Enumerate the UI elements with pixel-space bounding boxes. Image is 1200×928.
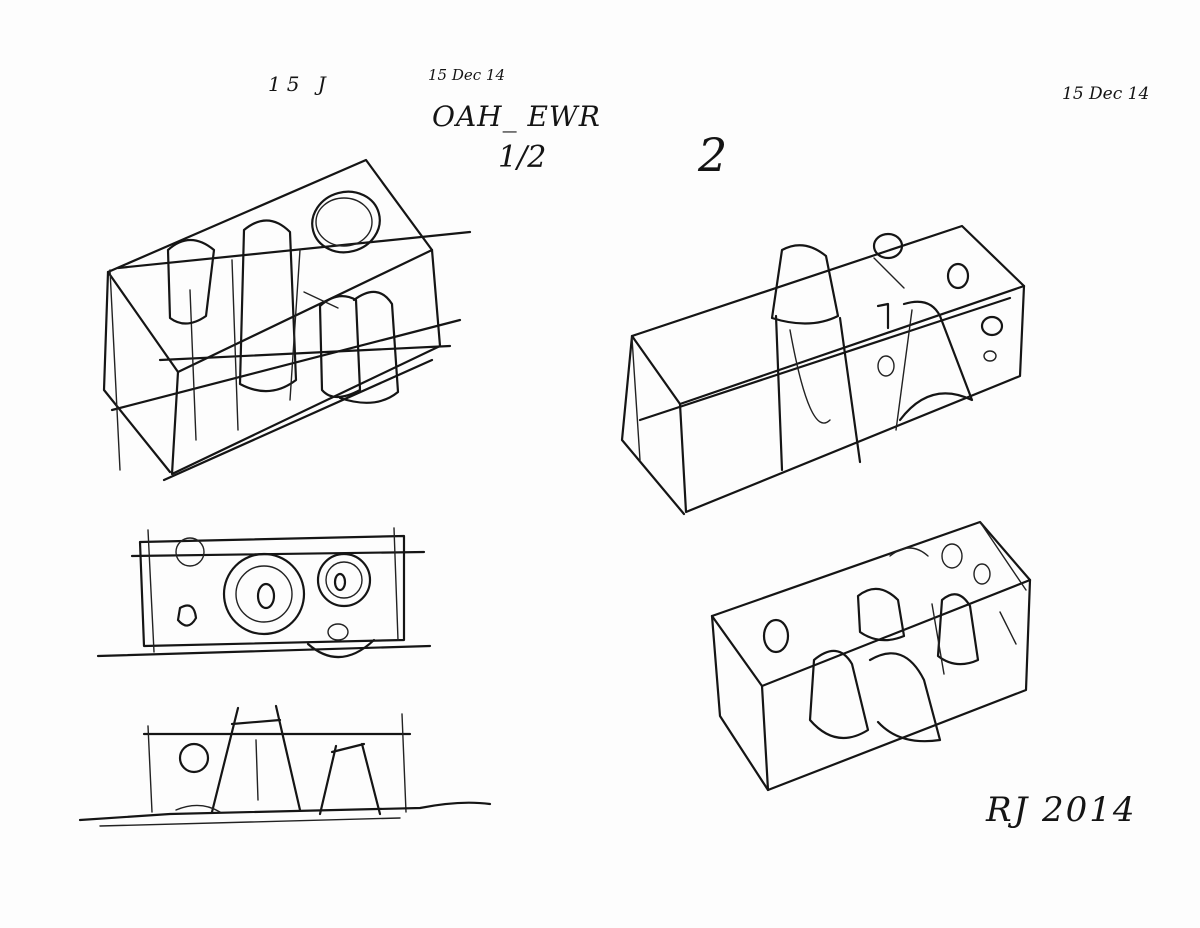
fraction-note: 1/2 [498, 140, 547, 175]
title-note: OAH_ EWR [432, 100, 601, 133]
sketch-top-right-box [620, 224, 1026, 516]
page-number-note: 2 [698, 128, 728, 182]
left-date-note: 15 J [268, 72, 332, 96]
sketch-bottom-left-section [78, 704, 492, 827]
signature-note: RJ 2014 [986, 790, 1137, 830]
sketch-bottom-right-box [710, 520, 1032, 792]
right-date-note: 15 Dec 14 [1062, 84, 1150, 104]
sketch-middle-left-elevation [96, 527, 432, 659]
center-date-note: 15 Dec 14 [428, 66, 506, 84]
sketch-top-left-box [102, 158, 472, 482]
